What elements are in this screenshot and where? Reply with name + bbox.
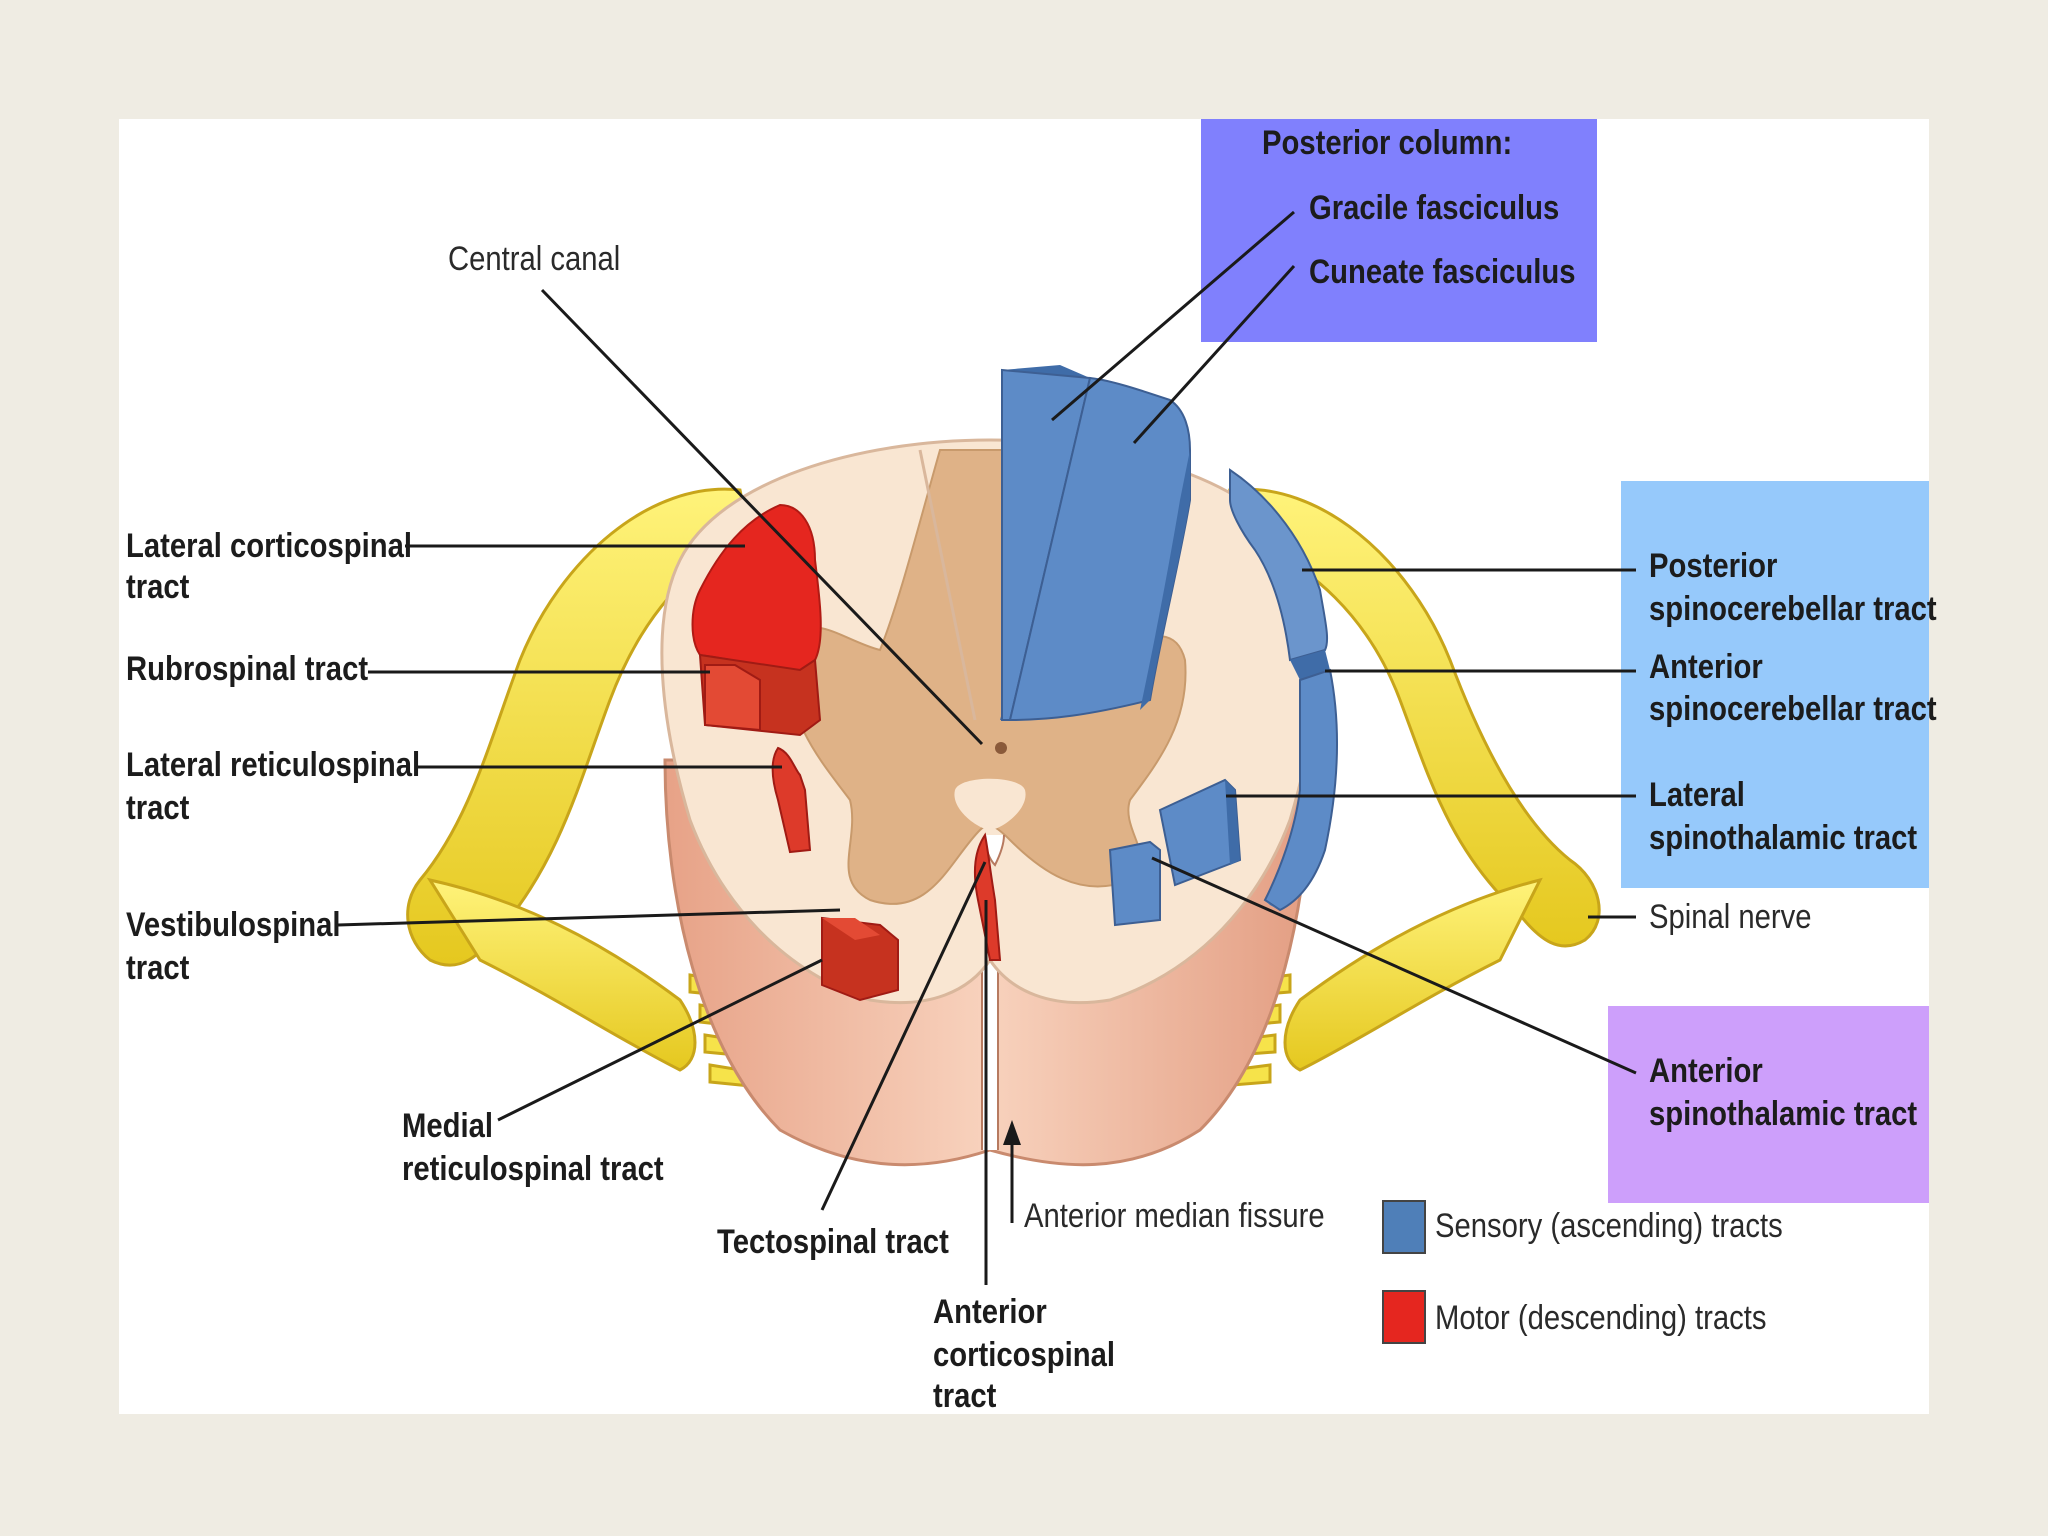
spinocerebellar-spinothalamic-box [1621,481,1929,888]
cuneate-fasciculus-shape [1008,376,1191,722]
spinal-nerve-label: Spinal nerve [1649,898,1812,936]
motor-legend-label: Motor (descending) tracts [1435,1299,1767,1337]
leader-lines [337,210,1637,1285]
sensory-legend-label: Sensory (ascending) tracts [1435,1207,1783,1245]
lateral-corticospinal-label-1: Lateral corticospinal [126,527,412,565]
lateral-reticulospinal-label-1: Lateral reticulospinal [126,746,421,784]
tectospinal-label: Tectospinal tract [717,1223,949,1261]
lateral-reticulospinal-shape [771,746,812,854]
anterior-corticospinal-label-1: Anterior [933,1293,1047,1331]
rubrospinal-label: Rubrospinal tract [126,650,369,688]
anterior-spinothalamic-shape [1108,840,1161,927]
anterior-spinothalamic-box [1608,1006,1929,1203]
anterior-spinocerebellar-label-1: Anterior [1649,648,1763,686]
gracile-fasciculus-shape [1000,365,1092,721]
tectospinal-anterior-corticospinal-shape [973,832,1002,961]
vestibulospinal-shape [821,916,899,1002]
anterior-corticospinal-label-2: corticospinal [933,1336,1115,1374]
sensory-legend-swatch [1382,1200,1426,1254]
gracile-fasciculus-label: Gracile fasciculus [1309,189,1560,227]
anterior-median-fissure-label: Anterior median fissure [1024,1197,1325,1235]
lateral-corticospinal-label-2: tract [126,568,190,606]
cuneate-fasciculus-label: Cuneate fasciculus [1309,253,1576,291]
medial-reticulospinal-label-1: Medial [402,1107,493,1145]
anterior-spinothalamic-label-1: Anterior [1649,1052,1763,1090]
anterior-spinocerebellar-label-2: spinocerebellar tract [1649,690,1937,728]
anterior-spinothalamic-label-2: spinothalamic tract [1649,1095,1918,1133]
posterior-spinocerebellar-label-1: Posterior [1649,547,1778,585]
vestibulospinal-label-2: tract [126,949,190,987]
central-canal-label: Central canal [448,240,621,278]
posterior-spinocerebellar-label-2: spinocerebellar tract [1649,590,1937,628]
lateral-spinothalamic-label-2: spinothalamic tract [1649,819,1918,857]
lateral-reticulospinal-label-2: tract [126,789,190,827]
vestibulospinal-label-1: Vestibulospinal [126,906,341,944]
lateral-spinothalamic-label-1: Lateral [1649,776,1745,814]
lateral-spinothalamic-shape [1158,778,1242,887]
posterior-column-box [1201,119,1597,342]
anterior-spinocerebellar-shape [1263,668,1338,912]
central-canal-dot [995,742,1007,754]
anterior-corticospinal-label-3: tract [933,1377,997,1415]
rubrospinal-shape [698,653,822,737]
posterior-column-title: Posterior column: [1262,124,1513,162]
medial-reticulospinal-label-2: reticulospinal tract [402,1150,664,1188]
motor-legend-swatch [1382,1290,1426,1344]
